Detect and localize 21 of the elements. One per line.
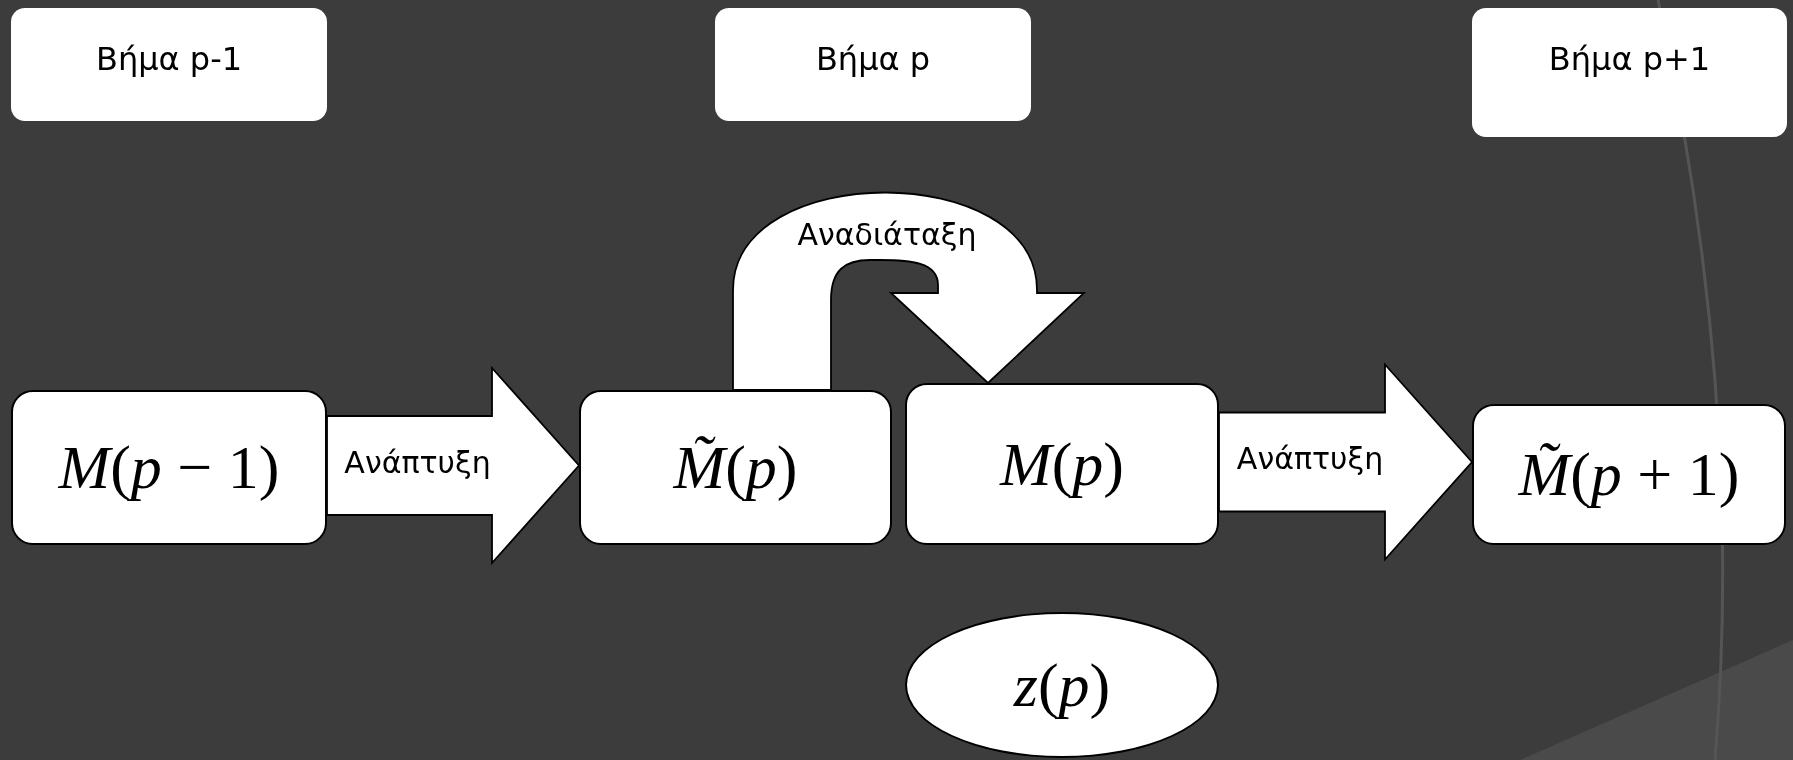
math-expression: M̃(p)	[673, 432, 798, 503]
matrix-box	[905, 383, 1219, 545]
math-expression: M̃(p + 1)	[1518, 439, 1740, 510]
math-expression: z(p)	[1013, 649, 1111, 721]
u-turn-arrow	[732, 191, 1085, 391]
matrix-box	[1472, 404, 1786, 545]
step-title: Βήμα p+1	[1548, 40, 1711, 78]
step-label-box	[11, 8, 327, 121]
math-expression: M(p − 1)	[58, 432, 280, 503]
block-arrow	[1218, 362, 1474, 562]
edge-label: Ανάπτυξη	[1236, 440, 1384, 476]
step-title: Βήμα p	[815, 40, 931, 78]
step-title: Βήμα p-1	[95, 40, 243, 78]
step-label-box	[1472, 8, 1787, 137]
math-expression: M(p)	[1000, 428, 1124, 500]
edge-label: Ανάπτυξη	[344, 444, 491, 479]
edge-label: Αναδιάταξη	[797, 216, 977, 252]
step-label-box	[715, 8, 1031, 121]
block-arrow	[326, 365, 581, 566]
matrix-box	[579, 390, 892, 545]
matrix-box	[11, 390, 327, 545]
